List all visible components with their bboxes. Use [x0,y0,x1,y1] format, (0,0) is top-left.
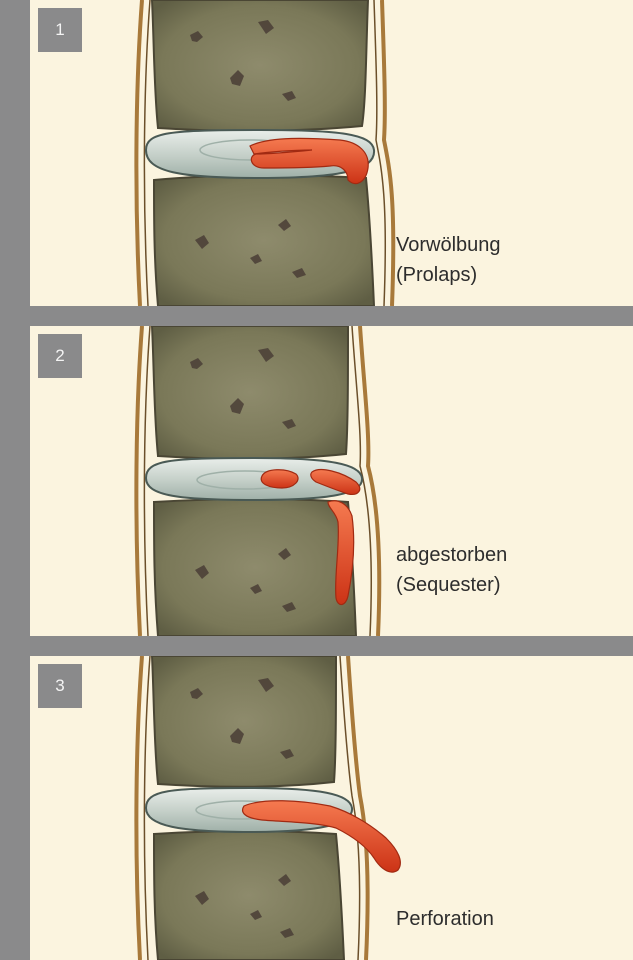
caption-line: Vorwölbung [396,230,501,260]
caption-line: (Sequester) [396,570,507,600]
caption-line: (Prolaps) [396,260,501,290]
panel-caption: Perforation [396,904,494,934]
panel-sequester: 2 abgestorben (Sequester) [30,326,633,636]
spine-illustration [30,0,633,306]
panel-caption: abgestorben (Sequester) [396,540,507,600]
panel-prolaps: 1 Vorwölbung (Prolaps) [30,0,633,306]
spine-illustration [30,656,633,960]
caption-line: abgestorben [396,540,507,570]
caption-line: Perforation [396,904,494,934]
panel-perforation: 3 Perforation [30,656,633,960]
panel-number-badge: 2 [38,334,82,378]
spine-illustration [30,326,633,636]
panel-caption: Vorwölbung (Prolaps) [396,230,501,290]
panel-number-badge: 1 [38,8,82,52]
panel-number-badge: 3 [38,664,82,708]
